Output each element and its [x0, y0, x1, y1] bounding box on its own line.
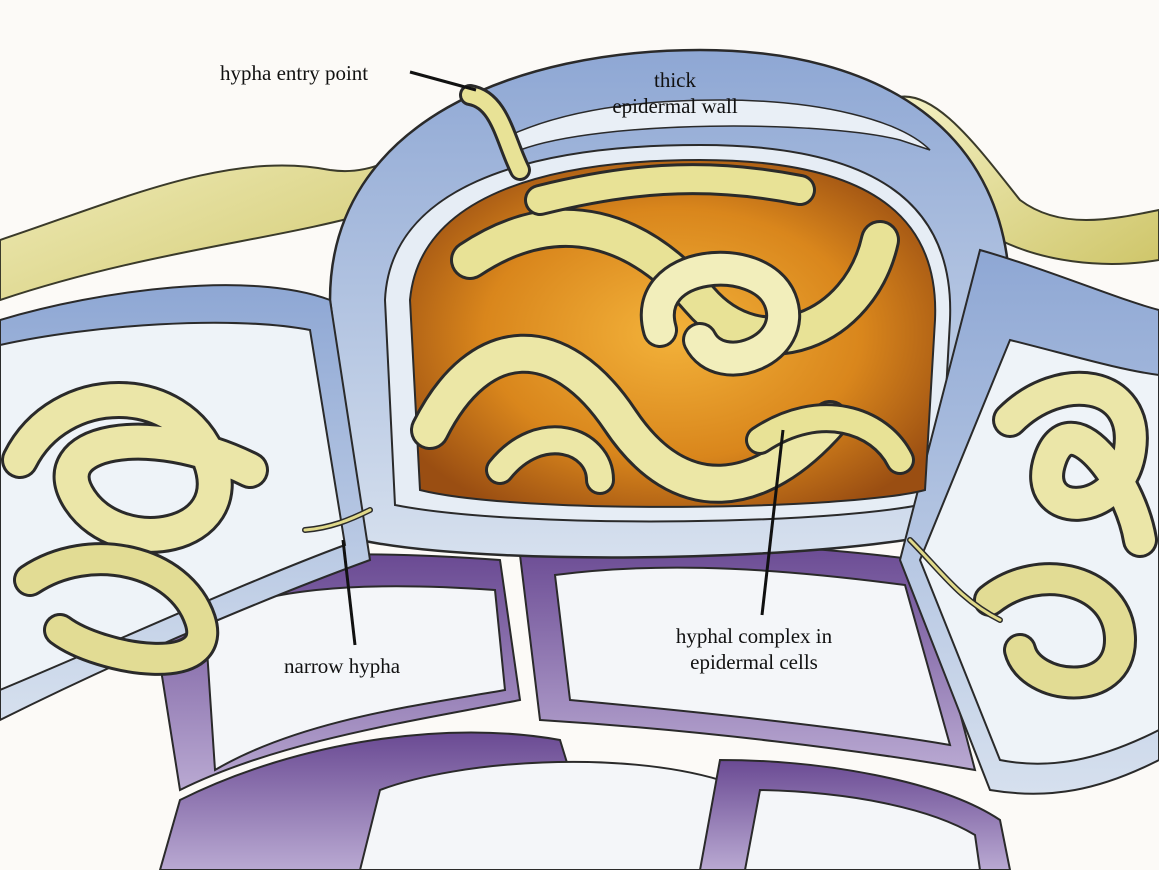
hyphal-complex-central — [410, 160, 935, 507]
label-wall-line1: thick — [590, 67, 760, 93]
label-complex-line2: epidermal cells — [644, 649, 864, 675]
label-complex-line1: hyphal complex in — [644, 623, 864, 649]
label-thick-epidermal-wall: thick epidermal wall — [590, 67, 760, 119]
label-narrow-text: narrow hypha — [284, 653, 400, 679]
label-narrow-hypha: narrow hypha — [284, 653, 400, 679]
label-hyphal-complex: hyphal complex in epidermal cells — [644, 623, 864, 675]
leader-line-entry — [410, 72, 476, 90]
label-entry-text: hypha entry point — [220, 60, 368, 86]
label-hypha-entry-point: hypha entry point — [220, 60, 368, 86]
label-wall-line2: epidermal wall — [590, 93, 760, 119]
